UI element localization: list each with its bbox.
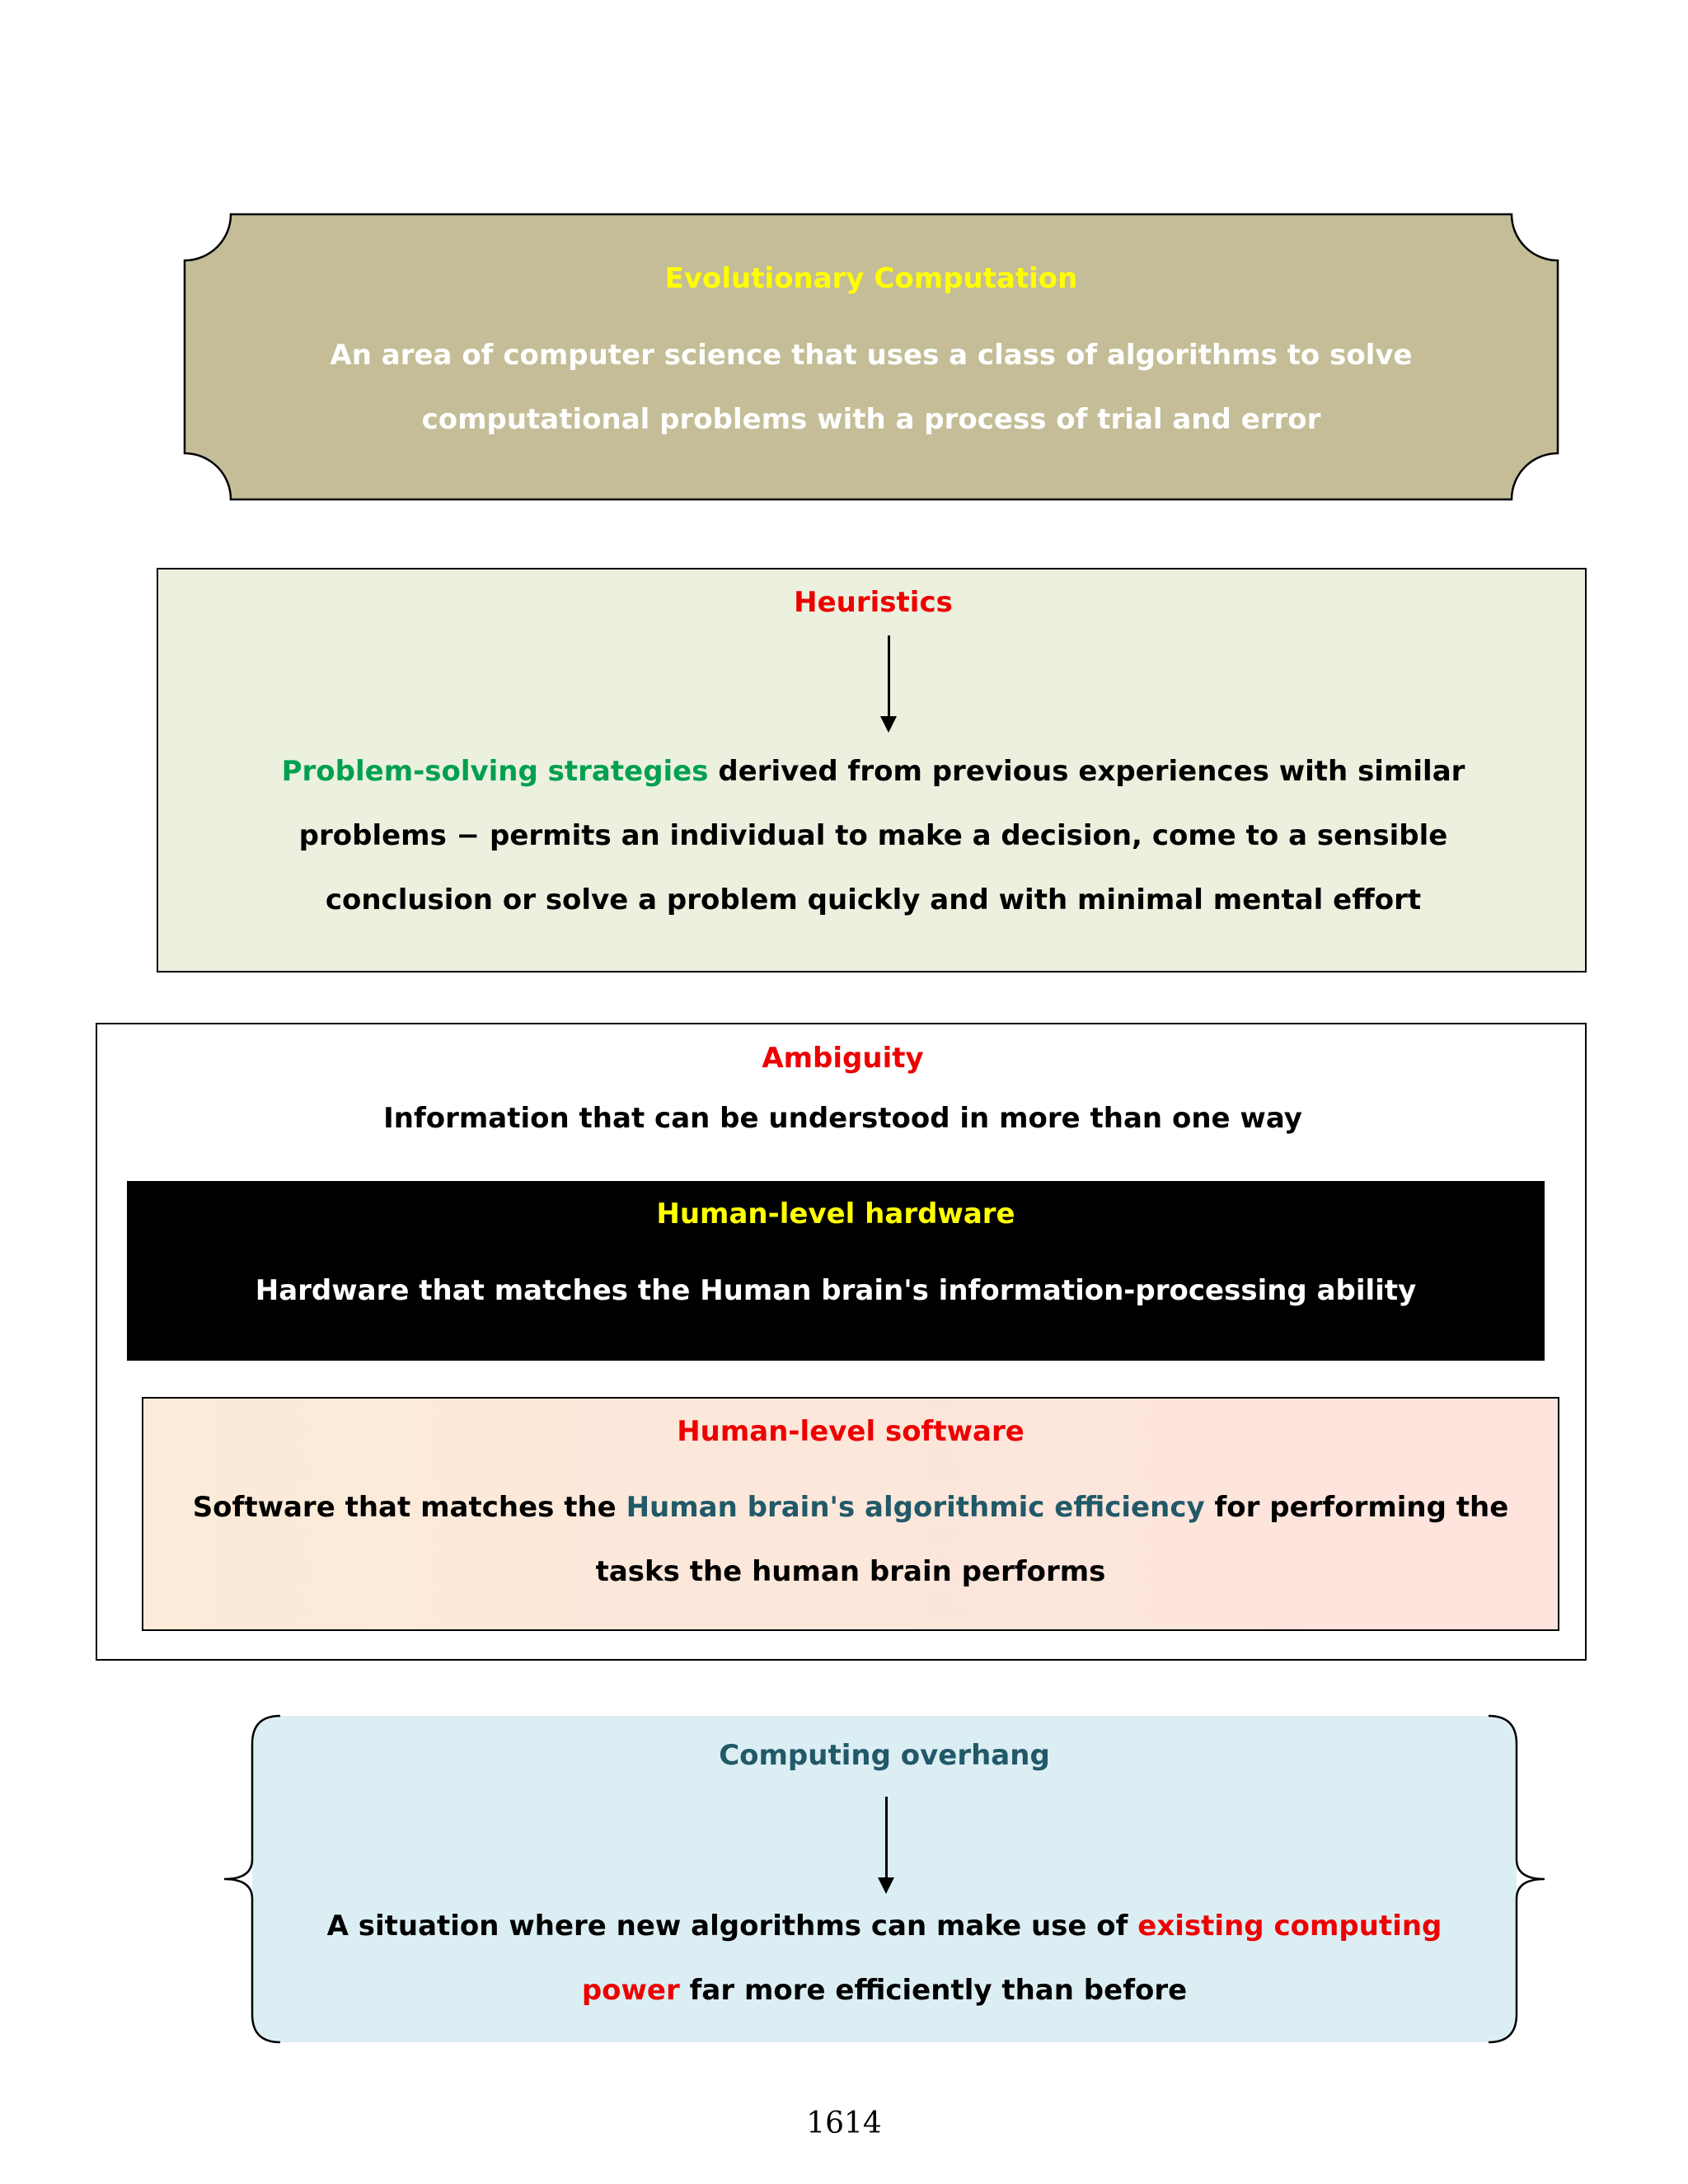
heuristics-line-1: Problem-solving strategies derived from …: [158, 739, 1588, 804]
ambiguity-box: Ambiguity Information that can be unders…: [96, 1023, 1587, 1661]
software-line-1-start: Software that matches the: [192, 1491, 626, 1524]
evolutionary-line-2: computational problems with a process of…: [421, 403, 1321, 436]
heuristics-line-1-rest: derived from previous experiences with s…: [708, 755, 1465, 788]
computing-overhang-box: Computing overhang A situation where new…: [221, 1714, 1548, 2044]
overhang-arrow-down-icon: [878, 1877, 894, 1894]
heuristics-arrow-down-icon: [880, 716, 897, 733]
overhang-title: Computing overhang: [719, 1739, 1050, 1772]
heuristics-box: Heuristics Problem-solving strategies de…: [157, 568, 1587, 972]
overhang-line-2-rest: far more efficiently than before: [679, 1974, 1188, 2007]
software-line-1-end: for performing the: [1204, 1491, 1509, 1524]
software-highlight: Human brain's algorithmic efficiency: [626, 1491, 1205, 1524]
evolutionary-line-1: An area of computer science that uses a …: [330, 339, 1413, 372]
page-number: 1614: [806, 2107, 882, 2140]
software-line-2: tasks the human brain performs: [595, 1555, 1106, 1588]
evolutionary-title: Evolutionary Computation: [664, 262, 1078, 295]
overhang-highlight-1: existing computing: [1137, 1910, 1442, 1943]
hardware-title: Human-level hardware: [656, 1197, 1015, 1230]
hardware-text: Hardware that matches the Human brain's …: [255, 1274, 1417, 1307]
evolutionary-computation-box: Evolutionary Computation An area of comp…: [183, 213, 1559, 501]
overhang-line-1-start: A situation where new algorithms can mak…: [326, 1910, 1138, 1943]
overhang-arrow-line: [885, 1797, 888, 1879]
software-line-1: Software that matches the Human brain's …: [143, 1475, 1558, 1540]
heuristics-line-2: problems − permits an individual to make…: [298, 819, 1448, 852]
heuristics-arrow-line: [888, 635, 890, 718]
heuristics-highlight: Problem-solving strategies: [281, 755, 709, 788]
heuristics-line-3: conclusion or solve a problem quickly an…: [325, 883, 1422, 916]
software-title: Human-level software: [677, 1415, 1025, 1448]
overhang-line-2: power far more efficiently than before: [221, 1958, 1548, 2022]
overhang-highlight-2: power: [581, 1974, 680, 2007]
plaque-shape: [183, 213, 1559, 501]
software-box: Human-level software Software that match…: [142, 1397, 1559, 1631]
ambiguity-text: Information that can be understood in mo…: [383, 1102, 1302, 1135]
ambiguity-title: Ambiguity: [762, 1042, 924, 1075]
hardware-box: Human-level hardware Hardware that match…: [127, 1181, 1545, 1361]
heuristics-title: Heuristics: [794, 586, 953, 619]
overhang-line-1: A situation where new algorithms can mak…: [221, 1894, 1548, 1958]
